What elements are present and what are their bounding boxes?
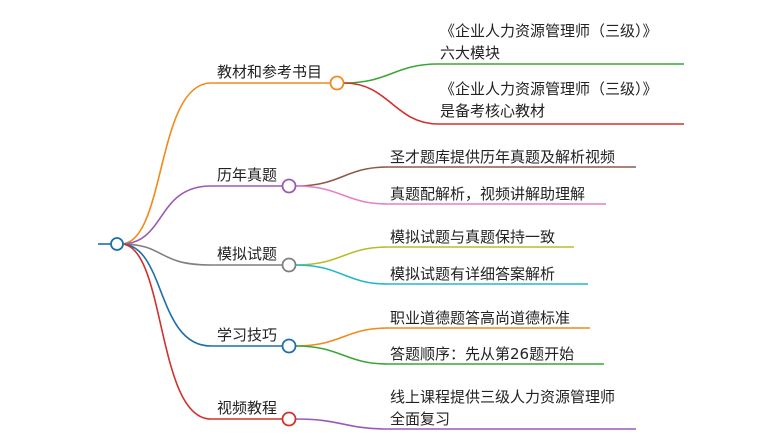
leaf-label[interactable]: 圣才题库提供历年真题及解析视频	[390, 148, 615, 166]
leaf-label[interactable]: 职业道德题答高尚道德标准	[390, 309, 570, 327]
root-node-circle[interactable]	[110, 237, 124, 251]
branch-node-circle[interactable]	[329, 75, 345, 91]
leaf-connector	[343, 82, 684, 125]
leaf-label[interactable]: 模拟试题与真题保持一致	[390, 228, 555, 246]
leaf-connector	[295, 246, 574, 266]
branch-node-circle[interactable]	[281, 338, 297, 354]
leaf-label[interactable]: 《企业人力资源管理师（三级）》	[440, 80, 658, 98]
leaf-connector	[295, 264, 588, 285]
leaf-connector	[295, 418, 636, 430]
leaf-connector	[295, 345, 604, 365]
branch-label[interactable]: 学习技巧	[217, 326, 277, 344]
branch-label[interactable]: 教材和参考书目	[217, 63, 322, 81]
branch-node-circle[interactable]	[281, 411, 297, 427]
connectors	[98, 63, 684, 430]
leaf-label[interactable]: 真题配解析，视频讲解助理解	[390, 185, 585, 203]
branch-connector	[120, 243, 212, 347]
leaf-label[interactable]: 六大模块	[440, 44, 500, 62]
branch-label[interactable]: 模拟试题	[217, 245, 277, 263]
branch-node-circle[interactable]	[281, 178, 297, 194]
nodes: 教材和参考书目《企业人力资源管理师（三级）》六大模块《企业人力资源管理师（三级）…	[110, 22, 658, 428]
leaf-label[interactable]: 线上课程提供三级人力资源管理师	[390, 388, 615, 406]
branch-connector	[120, 243, 212, 266]
leaf-label[interactable]: 是备考核心教材	[440, 102, 545, 120]
leaf-label[interactable]: 全面复习	[390, 410, 450, 428]
branch-label[interactable]: 历年真题	[217, 166, 277, 184]
leaf-connector	[295, 166, 636, 187]
branch-connector	[120, 185, 212, 245]
branch-connector	[120, 82, 212, 245]
branch-connector	[120, 243, 212, 420]
leaf-label[interactable]: 答题顺序：先从第26题开始	[390, 345, 574, 363]
branch-label[interactable]: 视频教程	[217, 399, 277, 417]
leaf-connector	[295, 185, 606, 205]
leaf-connector	[343, 63, 684, 84]
leaf-label[interactable]: 《企业人力资源管理师（三级）》	[440, 22, 658, 40]
branch-node-circle[interactable]	[281, 257, 297, 273]
leaf-label[interactable]: 模拟试题有详细答案解析	[390, 265, 555, 283]
leaf-connector	[295, 327, 590, 347]
